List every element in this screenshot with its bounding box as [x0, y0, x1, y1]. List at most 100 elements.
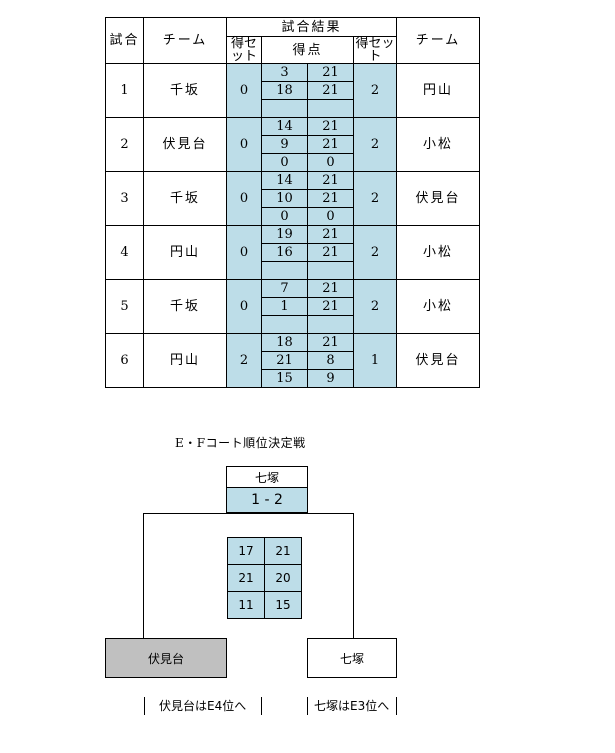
- right-team-name: 七塚: [339, 651, 364, 666]
- team-b-name: 円山: [396, 63, 480, 118]
- left-result-note: 伏見台はE4位へ: [159, 699, 247, 713]
- team-a-set-score: [261, 261, 308, 280]
- team-b-set-score: 21: [307, 243, 354, 262]
- team-b-set-score: 21: [307, 171, 354, 190]
- team-a-sets: 0: [226, 63, 262, 118]
- bracket-left-line: [143, 513, 144, 638]
- right-note-tick-left: [307, 697, 308, 715]
- team-a-set-score: 18: [261, 333, 308, 352]
- match-number: 2: [105, 117, 144, 172]
- team-a-sets: 0: [226, 171, 262, 226]
- bracket-right-line: [353, 513, 354, 638]
- team-b-set-score: 9: [307, 369, 354, 388]
- team-a-set-score: 0: [261, 207, 308, 226]
- team-b-set-score: [307, 315, 354, 334]
- right-team-set-score: 21: [264, 537, 302, 565]
- header-result: 試合結果: [226, 17, 397, 37]
- team-a-set-score: [261, 99, 308, 118]
- team-b-name: 伏見台: [396, 171, 480, 226]
- left-team-set-score: 21: [227, 564, 265, 592]
- team-a-sets: 0: [226, 117, 262, 172]
- team-a-set-score: 10: [261, 189, 308, 208]
- match-number: 6: [105, 333, 144, 388]
- team-b-set-score: 21: [307, 279, 354, 298]
- team-a-set-score: 3: [261, 63, 308, 82]
- header-team-b: チーム: [396, 17, 480, 64]
- team-b-name: 小松: [396, 279, 480, 334]
- team-b-sets: 2: [353, 171, 397, 226]
- team-a-set-score: 19: [261, 225, 308, 244]
- header-match: 試合: [105, 17, 144, 64]
- team-b-set-score: 21: [307, 333, 354, 352]
- team-b-sets: 2: [353, 279, 397, 334]
- right-team-set-score: 20: [264, 564, 302, 592]
- team-b-name: 小松: [396, 117, 480, 172]
- left-team-set-score: 11: [227, 591, 265, 619]
- team-a-set-score: 14: [261, 171, 308, 190]
- bracket-title: E・Fコート順位決定戦: [175, 436, 306, 450]
- team-b-sets: 2: [353, 117, 397, 172]
- team-b-sets: 1: [353, 333, 397, 388]
- left-team-set-score: 17: [227, 537, 265, 565]
- team-a-set-score: 21: [261, 351, 308, 370]
- team-b-set-score: [307, 261, 354, 280]
- team-a-sets: 2: [226, 333, 262, 388]
- team-a-set-score: 1: [261, 297, 308, 316]
- team-b-set-score: 21: [307, 297, 354, 316]
- right-note-tick-right: [396, 697, 397, 715]
- header-sets-b: 得セット: [353, 36, 397, 64]
- team-b-set-score: [307, 99, 354, 118]
- team-b-set-score: 21: [307, 81, 354, 100]
- team-a-sets: 0: [226, 225, 262, 280]
- set-score: 1 - 2: [251, 492, 283, 508]
- team-b-name: 小松: [396, 225, 480, 280]
- team-b-sets: 2: [353, 225, 397, 280]
- team-b-name: 伏見台: [396, 333, 480, 388]
- team-a-set-score: 16: [261, 243, 308, 262]
- match-row: [106, 99, 480, 118]
- team-a-set-score: 14: [261, 117, 308, 136]
- loser-team-box: 伏見台: [105, 638, 227, 678]
- team-a-name: 円山: [143, 333, 227, 388]
- match-number: 4: [105, 225, 144, 280]
- team-b-set-score: 21: [307, 135, 354, 154]
- team-b-set-score: 8: [307, 351, 354, 370]
- team-a-name: 伏見台: [143, 117, 227, 172]
- team-a-name: 千坂: [143, 279, 227, 334]
- team-b-set-score: 0: [307, 153, 354, 172]
- right-team-set-score: 15: [264, 591, 302, 619]
- team-b-set-score: 21: [307, 225, 354, 244]
- left-team-name: 伏見台: [147, 651, 184, 666]
- header-points: 得点: [261, 36, 354, 64]
- match-row: [106, 315, 480, 334]
- right-result-note: 七塚はE3位へ: [314, 699, 390, 713]
- team-a-set-score: 0: [261, 153, 308, 172]
- match-number: 1: [105, 63, 144, 118]
- header-sets-a: 得セット: [226, 36, 262, 64]
- team-a-set-score: 7: [261, 279, 308, 298]
- winner-team-box: 七塚: [307, 638, 397, 678]
- team-a-set-score: 15: [261, 369, 308, 388]
- header-team-a: チーム: [143, 17, 227, 64]
- team-b-sets: 2: [353, 63, 397, 118]
- match-row: [106, 261, 480, 280]
- match-number: 3: [105, 171, 144, 226]
- team-a-name: 千坂: [143, 171, 227, 226]
- winner-name-box: 七塚: [226, 466, 308, 488]
- team-a-name: 千坂: [143, 63, 227, 118]
- left-note-tick-left: [144, 697, 145, 715]
